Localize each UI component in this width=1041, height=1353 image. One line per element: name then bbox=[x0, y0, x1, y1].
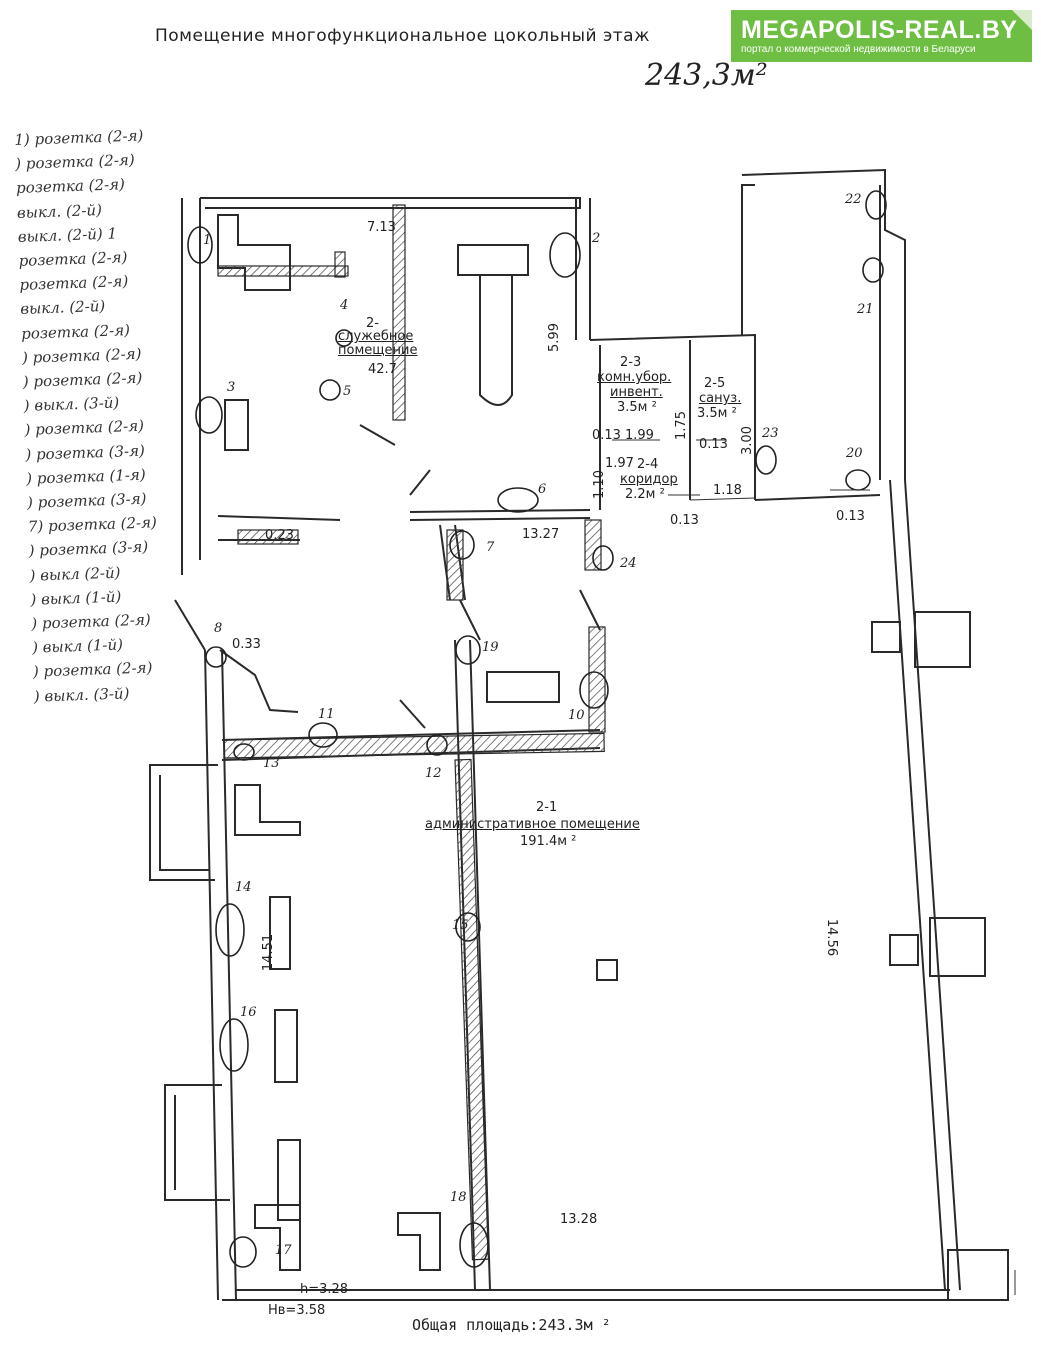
marker-number: 18 bbox=[450, 1190, 467, 1205]
marker-number: 24 bbox=[620, 556, 637, 571]
marker-number: 6 bbox=[538, 482, 547, 497]
watermark-tagline: портал о коммерческой недвижимости в Бел… bbox=[741, 44, 976, 55]
outer-wall-top bbox=[200, 197, 581, 209]
dimension-label: 0.13 bbox=[670, 513, 699, 528]
room-label-service-name: служебное помещение bbox=[338, 329, 418, 358]
watermark-badge: MEGAPOLIS-REAL.BY портал о коммерческой … bbox=[731, 10, 1032, 62]
room-label-admin-id: 2-1 bbox=[536, 800, 558, 815]
total-area-label: Общая площадь:243.3м ² bbox=[412, 1316, 611, 1334]
marker-number: 12 bbox=[425, 766, 442, 781]
marker-number: 20 bbox=[846, 446, 863, 461]
room-label-storage-id: 2-3 bbox=[620, 355, 642, 370]
marker-number: 16 bbox=[240, 1005, 257, 1020]
marker-number: 17 bbox=[275, 1243, 292, 1258]
page-fold-icon bbox=[1012, 10, 1032, 30]
marker-number: 23 bbox=[762, 426, 779, 441]
marker-number: 4 bbox=[340, 298, 349, 313]
marker-number: 11 bbox=[318, 707, 335, 722]
room-label-storage-name-2: инвент. bbox=[610, 385, 663, 400]
handwritten-area: 243,3м² bbox=[645, 58, 768, 93]
room-label-wc-area: 3.5м ² bbox=[697, 406, 737, 421]
dimension-label: 1.10 bbox=[591, 470, 607, 499]
dimension-label: 13.28 bbox=[560, 1212, 598, 1227]
dimension-label: 1.75 bbox=[673, 411, 689, 440]
dimension-label: 7.13 bbox=[367, 220, 396, 235]
plan-title: Помещение многофункциональное цокольный … bbox=[155, 26, 650, 46]
room-label-service-id: 2- bbox=[366, 316, 379, 331]
dimension-label: 13.27 bbox=[522, 527, 560, 542]
room-label-corridor-area: 2.2м ² bbox=[625, 487, 665, 502]
outer-wall-left bbox=[181, 198, 201, 575]
marker-number: 19 bbox=[482, 640, 499, 655]
dimension-label: 0.13 bbox=[592, 428, 621, 443]
total-height-label: Hв=3.58 bbox=[268, 1303, 326, 1318]
room-label-admin-area: 191.4м ² bbox=[520, 834, 577, 849]
dimension-label: 1.97 bbox=[605, 456, 634, 471]
marker-number: 8 bbox=[214, 621, 223, 636]
handwritten-legend: 1) розетка (2-я) ) розетка (2-я) розетка… bbox=[14, 121, 224, 708]
window-bay-1 bbox=[149, 764, 218, 881]
terrace-outline bbox=[741, 168, 906, 480]
room-label-storage-area: 3.5м ² bbox=[617, 400, 657, 415]
outer-wall-right bbox=[889, 479, 961, 1291]
room-label-wc-name: сануз. bbox=[699, 391, 742, 406]
outer-wall-bottom bbox=[222, 1289, 960, 1301]
dimension-label: 0.13 bbox=[836, 509, 865, 524]
dimension-label: 0.13 bbox=[699, 437, 728, 452]
marker-number: 14 bbox=[235, 880, 252, 895]
room-label-service-area: 42.7 bbox=[368, 362, 397, 377]
dimension-label: 0.23 bbox=[265, 528, 294, 543]
utility-block-walls bbox=[589, 333, 881, 510]
marker-number: 1 bbox=[203, 233, 212, 248]
marker-number: 13 bbox=[263, 756, 280, 771]
marker-number: 22 bbox=[845, 192, 862, 207]
marker-number: 7 bbox=[486, 540, 495, 555]
marker-number: 2 bbox=[592, 231, 601, 246]
dimension-label: 1.18 bbox=[713, 483, 742, 498]
ceiling-height-label: h=3.28 bbox=[300, 1282, 349, 1297]
dimension-label: 5.99 bbox=[546, 323, 562, 352]
marker-number: 5 bbox=[343, 384, 352, 399]
dimension-label: 14.51 bbox=[261, 933, 277, 972]
watermark-site: MEGAPOLIS-REAL.BY bbox=[741, 16, 1018, 44]
window-bay-2 bbox=[164, 1084, 230, 1201]
room-label-wc-id: 2-5 bbox=[704, 376, 726, 391]
marker-number: 15 bbox=[452, 918, 469, 933]
room-label-storage-name-1: комн.убор. bbox=[597, 370, 672, 385]
room-label-admin-name: административное помещение bbox=[425, 817, 640, 832]
marker-number: 10 bbox=[568, 708, 585, 723]
dimension-label: 1.99 bbox=[625, 428, 654, 443]
marker-number: 3 bbox=[227, 380, 236, 395]
room-label-corridor-id: 2-4 bbox=[637, 457, 659, 472]
dimension-label: 3.00 bbox=[739, 426, 755, 455]
dimension-label: 0.33 bbox=[232, 637, 261, 652]
dimension-label: 14.56 bbox=[824, 918, 840, 957]
marker-number: 21 bbox=[857, 302, 874, 317]
room-label-corridor-name: коридор bbox=[620, 472, 678, 487]
